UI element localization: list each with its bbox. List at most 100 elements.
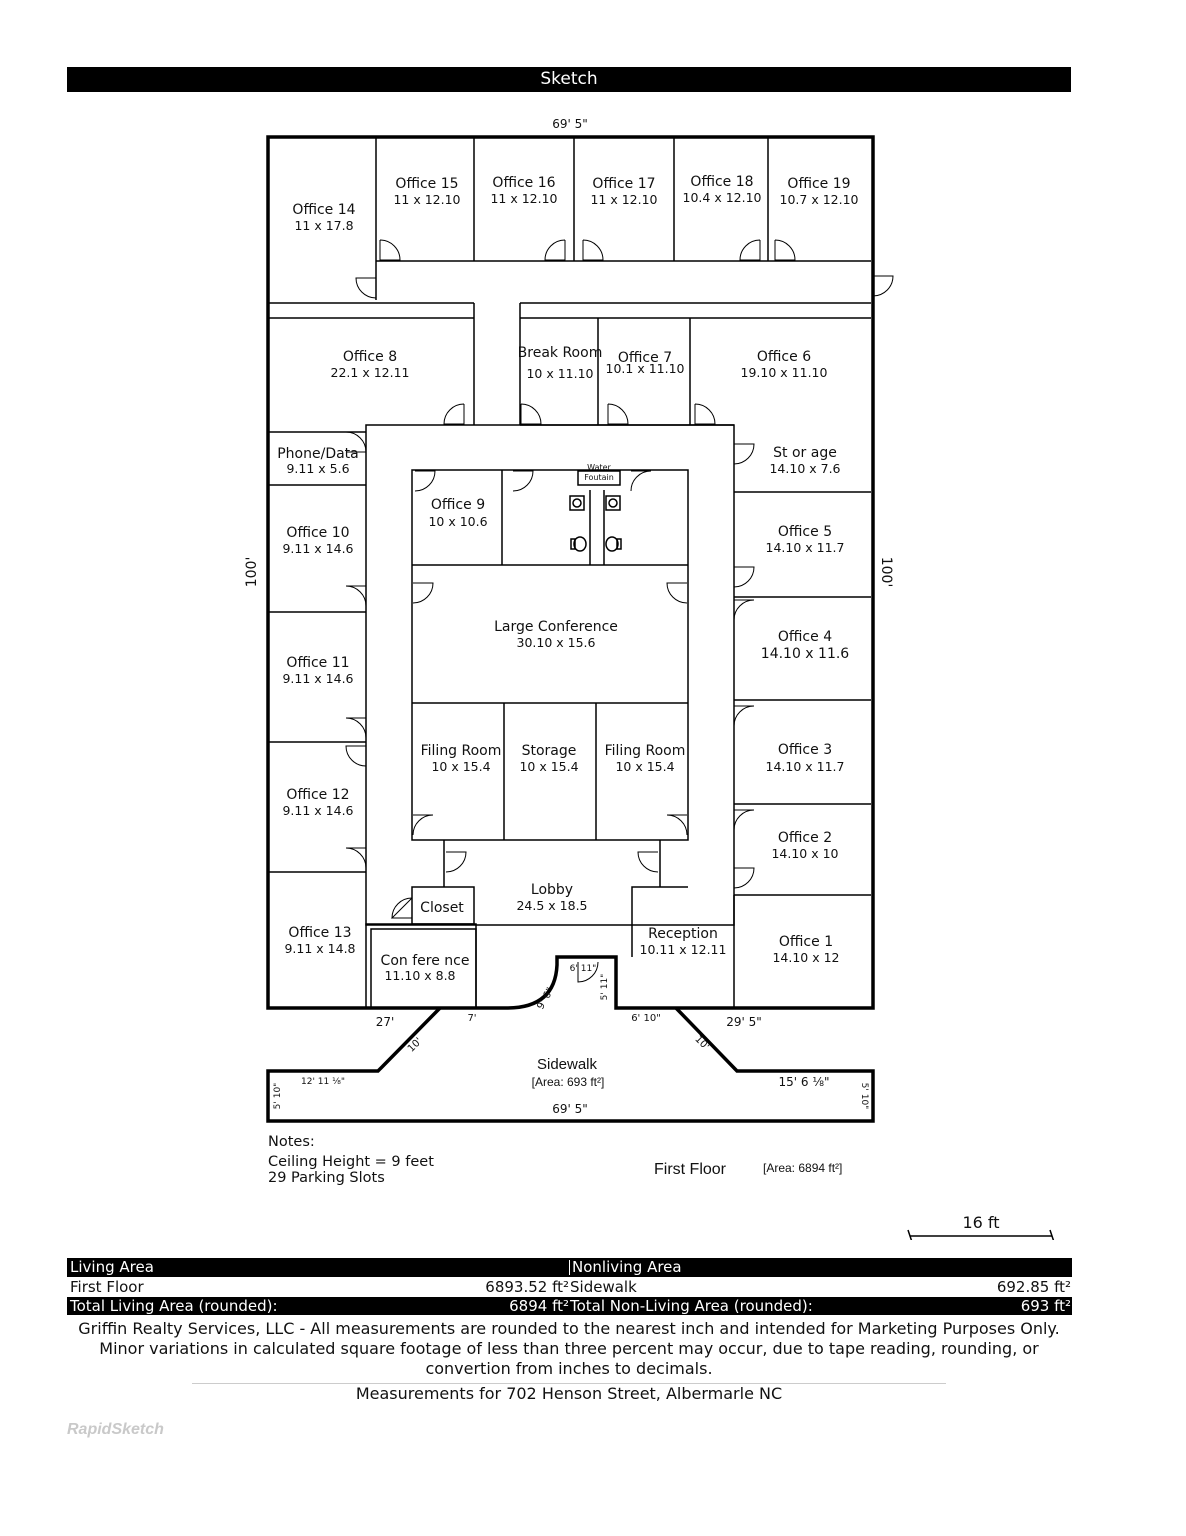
dim-right: 100' (878, 557, 894, 588)
room-name: Office 4 (778, 629, 832, 645)
room-size: 10 x 15.4 (431, 759, 490, 774)
living-area-header: Living Area (70, 1258, 154, 1276)
room-size: 14.10 x 12 (772, 950, 839, 965)
row-nonliving-name: Sidewalk (570, 1278, 637, 1296)
room-size: 11 x 12.10 (490, 191, 557, 206)
dim-sidewalk-right-side: 5' 10" (859, 1083, 869, 1110)
room-name: Office 2 (778, 830, 832, 846)
room-name: Filing Room (605, 743, 686, 759)
exterior-walls (266, 135, 875, 1123)
room-name: Office 6 (757, 349, 811, 365)
room-size: 14.10 x 11.6 (761, 646, 850, 662)
dim-sidewalk-left-side: 5' 10" (273, 1083, 283, 1110)
room-size: 11 x 17.8 (294, 218, 353, 233)
dim-bottom-left-short: 7' (467, 1013, 476, 1024)
room-labels: Office 14 11 x 17.8 Office 15 11 x 12.10… (277, 174, 858, 983)
room-size: 11 x 12.10 (590, 192, 657, 207)
dim-bottom-right-short: 6' 10" (631, 1013, 661, 1024)
room-size: 24.5 x 18.5 (516, 898, 587, 913)
room-size: 10 x 15.4 (519, 759, 578, 774)
room-size: 14.10 x 11.7 (766, 759, 845, 774)
floor-area: [Area: 6894 ft²] (763, 1161, 842, 1175)
notes-line: Ceiling Height = 9 feet (268, 1154, 434, 1170)
room-size: 22.1 x 12.11 (331, 365, 410, 380)
room-name: Con fere nce (381, 953, 470, 969)
total-nonliving-value: 693 ft² (1020, 1297, 1071, 1315)
room-name: Office 17 (592, 176, 655, 192)
dim-left: 100' (244, 557, 260, 588)
interior-walls (268, 137, 871, 1009)
notes-line: 29 Parking Slots (268, 1170, 385, 1186)
room-name: Office 15 (395, 176, 458, 192)
room-name: Storage (522, 743, 577, 759)
room-size: 14.10 x 10 (771, 846, 838, 861)
room-size: 11.10 x 8.8 (384, 968, 455, 983)
sketch-title-bar: Sketch (67, 67, 1071, 92)
disclaimer: Griffin Realty Services, LLC - All measu… (67, 1319, 1071, 1379)
dim-bottom-left: 27' (376, 1015, 395, 1029)
room-name: Office 14 (292, 202, 355, 218)
room-size: 9.11 x 5.6 (286, 461, 349, 476)
address-line: Measurements for 702 Henson Street, Albe… (355, 1384, 783, 1403)
room-name: St or age (773, 445, 837, 461)
room-name: Office 19 (787, 176, 850, 192)
scale-label: 16 ft (962, 1213, 999, 1232)
fixture-label: Water (587, 463, 611, 472)
brand-logo: RapidSketch (67, 1421, 164, 1438)
room-name: Filing Room (421, 743, 502, 759)
room-name: Break Room (518, 345, 603, 361)
scale-bar: 16 ft (907, 1213, 1055, 1240)
room-name: Office 18 (690, 174, 753, 190)
dim-sidewalk-right-top: 15' 6 ⅛" (779, 1075, 830, 1089)
notes-heading: Notes: (268, 1134, 315, 1150)
room-size: 9.11 x 14.8 (284, 941, 355, 956)
room-size: 9.11 x 14.6 (282, 671, 353, 686)
room-name: Office 7 (618, 350, 672, 366)
area-table-header: Living Area Nonliving Area (67, 1258, 1072, 1277)
row-name: First Floor (70, 1278, 144, 1296)
disclaimer-line: Minor variations in calculated square fo… (99, 1339, 1039, 1358)
room-size: 11 x 12.10 (393, 192, 460, 207)
room-size: 19.10 x 11.10 (741, 365, 828, 380)
room-name: Office 12 (286, 787, 349, 803)
room-name: Phone/Data (277, 446, 359, 462)
dim-entry-arc: 9' 6" (535, 986, 556, 1012)
dim-entry-top: 6' 11" (570, 964, 597, 974)
sidewalk-area: [Area: 693 ft²] (532, 1075, 605, 1089)
room-size: 10.7 x 12.10 (780, 192, 859, 207)
room-size: 10 x 11.10 (526, 366, 593, 381)
floor-plan: Office 14 11 x 17.8 Office 15 11 x 12.10… (244, 117, 1055, 1240)
row-value: 6893.52 ft² (485, 1278, 569, 1296)
sidewalk-labels: Sidewalk [Area: 693 ft²] (532, 1056, 605, 1089)
room-size: 10 x 15.4 (615, 759, 674, 774)
room-name: Reception (648, 926, 718, 942)
room-name: Closet (420, 900, 464, 916)
dim-bottom-right: 29' 5" (726, 1015, 762, 1029)
room-size: 10.11 x 12.11 (640, 942, 727, 957)
floor-label: First Floor (654, 1161, 727, 1178)
total-living-value: 6894 ft² (509, 1297, 569, 1315)
fixture-label: Foutain (584, 473, 614, 482)
room-size: 30.10 x 15.6 (517, 635, 596, 650)
room-name: Office 3 (778, 742, 832, 758)
room-name: Office 13 (288, 925, 351, 941)
room-size: 9.11 x 14.6 (282, 541, 353, 556)
row-nonliving-value: 692.85 ft² (996, 1278, 1071, 1296)
dim-sidewalk-bottom: 69' 5" (552, 1102, 588, 1116)
dimension-labels: 69' 5" 100' 100' 27' 7' 6' 10" 29' 5" 9'… (244, 117, 894, 1116)
door-swings (345, 239, 894, 983)
room-name: Office 8 (343, 349, 397, 365)
room-size: 14.10 x 7.6 (769, 461, 840, 476)
divider (192, 1383, 946, 1384)
area-table-total: Total Living Area (rounded): 6894 ft² To… (67, 1297, 1072, 1315)
room-name: Office 5 (778, 524, 832, 540)
room-size: 10 x 10.6 (428, 514, 487, 529)
notes: Notes: Ceiling Height = 9 feet 29 Parkin… (268, 1134, 434, 1186)
nonliving-area-header: Nonliving Area (572, 1258, 682, 1276)
room-name: Lobby (531, 882, 573, 898)
room-name: Office 11 (286, 655, 349, 671)
room-name: Large Conference (494, 619, 618, 635)
room-size: 10.4 x 12.10 (683, 190, 762, 205)
room-name: Office 10 (286, 525, 349, 541)
room-size: 10.1 x 11.10 (606, 361, 685, 376)
